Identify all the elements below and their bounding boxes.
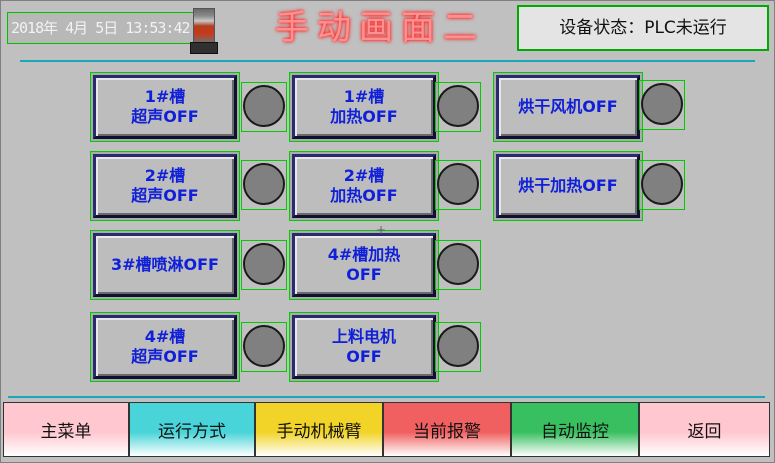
crosshair-icon: +: [376, 223, 387, 237]
button-label: 2#槽 超声OFF: [93, 154, 237, 218]
dryer-heating-indicator: [639, 160, 685, 210]
status-lamp-icon: [437, 325, 479, 367]
button-label: 4#槽加热 OFF: [292, 233, 436, 297]
tank2-ultrasonic-indicator: [241, 160, 287, 210]
button-label: 4#槽 超声OFF: [93, 315, 237, 379]
tank1-ultrasonic-button[interactable]: 1#槽 超声OFF: [90, 72, 240, 142]
divider-top: [20, 60, 755, 62]
dryer-fan-indicator: [639, 80, 685, 130]
tank1-heating-indicator: [435, 82, 481, 132]
status-lamp-icon: [437, 85, 479, 127]
tank1-heating-button[interactable]: 1#槽 加热OFF: [289, 72, 439, 142]
button-label: 上料电机 OFF: [292, 315, 436, 379]
status-lamp-icon: [641, 163, 683, 205]
tank4-ultrasonic-button[interactable]: 4#槽 超声OFF: [90, 312, 240, 382]
tank4-heating-indicator: [435, 240, 481, 290]
tank3-spray-indicator: [241, 240, 287, 290]
dryer-fan-button[interactable]: 烘干风机OFF: [493, 72, 643, 142]
tank2-heating-button[interactable]: 2#槽 加热OFF: [289, 151, 439, 221]
dryer-heating-button[interactable]: 烘干加热OFF: [493, 151, 643, 221]
back-button[interactable]: 返回: [639, 402, 770, 457]
tank2-heating-indicator: [435, 160, 481, 210]
tank4-ultrasonic-indicator: [241, 322, 287, 372]
button-label: 1#槽 超声OFF: [93, 75, 237, 139]
status-lamp-icon: [243, 325, 285, 367]
tank4-heating-button[interactable]: 4#槽加热 OFF: [289, 230, 439, 300]
status-lamp-icon: [243, 85, 285, 127]
auto-monitor-button[interactable]: 自动监控: [511, 402, 639, 457]
datetime-display: 2018年 4月 5日 13:53:42: [7, 12, 194, 44]
main-menu-button[interactable]: 主菜单: [3, 402, 129, 457]
tank3-spray-button[interactable]: 3#槽喷淋OFF: [90, 230, 240, 300]
button-label: 1#槽 加热OFF: [292, 75, 436, 139]
status-lamp-icon: [437, 163, 479, 205]
status-lamp-icon: [243, 163, 285, 205]
button-label: 烘干加热OFF: [496, 154, 640, 218]
divider-bottom: [8, 396, 765, 398]
status-lamp-icon: [437, 243, 479, 285]
run-mode-button[interactable]: 运行方式: [129, 402, 255, 457]
loading-motor-button[interactable]: 上料电机 OFF: [289, 312, 439, 382]
status-lamp-icon: [243, 243, 285, 285]
tank1-ultrasonic-indicator: [241, 82, 287, 132]
current-alarm-button[interactable]: 当前报警: [383, 402, 511, 457]
device-status: 设备状态：PLC未运行: [517, 5, 769, 51]
page-title: 手动画面二: [275, 8, 485, 48]
tower-lamp-icon: [190, 8, 218, 54]
tank2-ultrasonic-button[interactable]: 2#槽 超声OFF: [90, 151, 240, 221]
button-label: 3#槽喷淋OFF: [93, 233, 237, 297]
manual-arm-button[interactable]: 手动机械臂: [255, 402, 383, 457]
button-label: 2#槽 加热OFF: [292, 154, 436, 218]
loading-motor-indicator: [435, 322, 481, 372]
status-lamp-icon: [641, 83, 683, 125]
button-label: 烘干风机OFF: [496, 75, 640, 139]
